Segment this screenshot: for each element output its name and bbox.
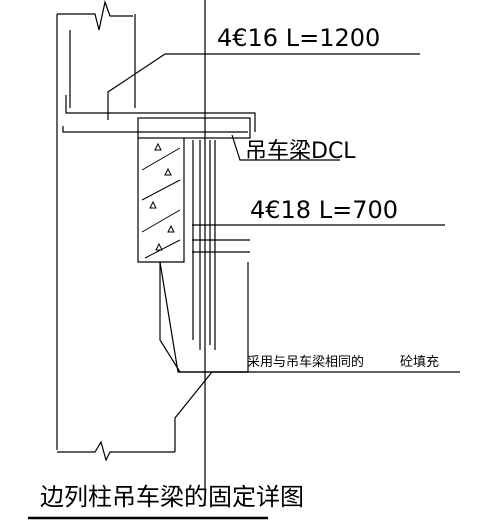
bracket-outline (159, 262, 249, 373)
fill-note-leader (159, 261, 460, 373)
column-top-break (57, 0, 133, 31)
fill-note-label-b: 砼填充 (400, 354, 439, 370)
crane-beam-web (137, 138, 185, 263)
rebar-top-bar (65, 95, 256, 132)
crane-beam-label: 吊车梁DCL (245, 139, 356, 164)
concrete-hatch-icon (141, 142, 181, 259)
rebar-top-label: 4€16 L=1200 (217, 24, 380, 52)
bracket-lower-diagonal (174, 371, 248, 452)
crane-beam-leader (231, 134, 340, 161)
rebar-top-bar-2 (62, 126, 248, 133)
fill-note-label-a: 采用与吊车梁相同的 (247, 354, 364, 370)
rebar-mid-label: 4€18 L=700 (250, 196, 398, 224)
crane-beam-top-flange (137, 117, 251, 139)
column-bottom-break (57, 440, 175, 462)
drawing-title: 边列柱吊车梁的固定详图 (40, 483, 304, 511)
rebar-top-anchor (107, 53, 420, 120)
